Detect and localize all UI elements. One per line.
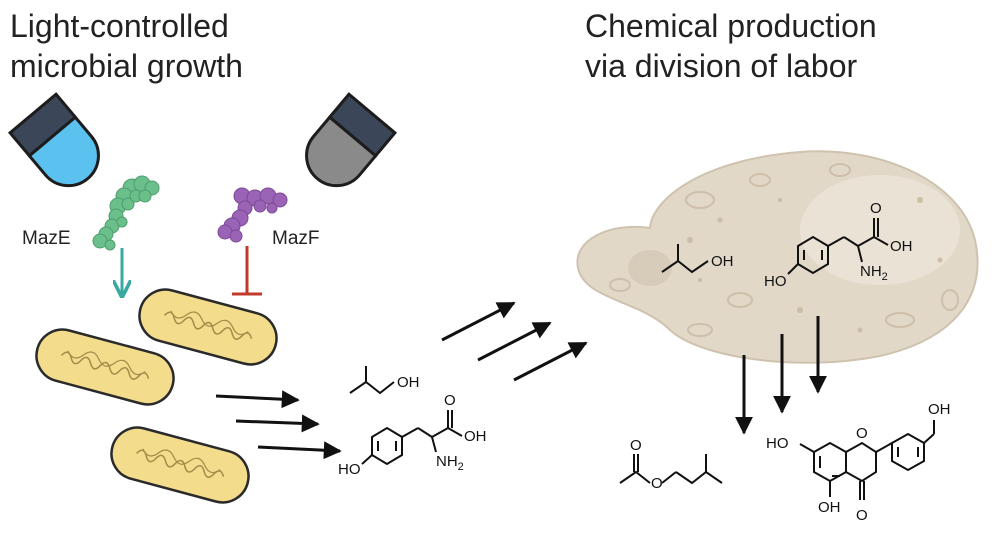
oh-label: OH xyxy=(890,238,913,255)
bacterium-2 xyxy=(35,328,175,406)
isobutyl-acetate-molecule: O O xyxy=(619,437,723,492)
oh-label: OH xyxy=(928,401,951,418)
tyrosine-molecule-yeast: HO O OH NH2 xyxy=(764,200,913,290)
naringenin-molecule: O HO OH O OH xyxy=(766,401,951,524)
right-title-line1: Chemical production xyxy=(585,8,877,44)
oh-label: OH xyxy=(464,428,487,445)
right-title-line2: via division of labor xyxy=(585,48,858,84)
bacteria-to-chemicals-arrows xyxy=(215,390,342,460)
dark-light-lamp-icon xyxy=(305,92,398,188)
left-panel-title: Light-controlled microbial growth xyxy=(10,6,243,86)
mazf-inhibition-bar xyxy=(232,246,262,296)
mazf-protein-icon xyxy=(217,187,288,243)
oh-label: OH xyxy=(711,253,734,270)
bacterium-1 xyxy=(138,288,278,366)
ho-label: HO xyxy=(338,461,361,478)
isobutanol-molecule-middle: OH xyxy=(349,366,420,395)
o-label: O xyxy=(444,392,456,409)
o-label: O xyxy=(856,507,868,524)
tyrosine-molecule-middle: HO O OH NH2 xyxy=(338,392,487,478)
yeast-to-products-arrows xyxy=(735,316,827,435)
left-title-line1: Light-controlled xyxy=(10,8,229,44)
right-panel-title: Chemical production via division of labo… xyxy=(585,6,877,86)
o-label: O xyxy=(630,437,642,454)
nh2-label: NH2 xyxy=(860,263,888,283)
o-label: O xyxy=(870,200,882,217)
isobutanol-molecule-yeast: OH xyxy=(661,244,734,274)
maze-protein-icon xyxy=(92,175,160,251)
mazf-label: MazF xyxy=(272,228,320,249)
bacterium-3 xyxy=(110,426,250,504)
maze-label: MazE xyxy=(22,228,71,249)
left-title-line2: microbial growth xyxy=(10,48,243,84)
nh2-label: NH2 xyxy=(436,453,464,473)
o-label: O xyxy=(651,475,663,492)
blue-light-lamp-icon xyxy=(7,92,100,188)
o-label: O xyxy=(856,425,868,442)
ho-label: HO xyxy=(766,435,789,452)
ho-label: HO xyxy=(764,273,787,290)
oh-label: OH xyxy=(397,374,420,391)
yeast-cell xyxy=(576,150,979,364)
oh-label: OH xyxy=(818,499,841,516)
chemicals-to-yeast-arrows xyxy=(441,301,588,382)
